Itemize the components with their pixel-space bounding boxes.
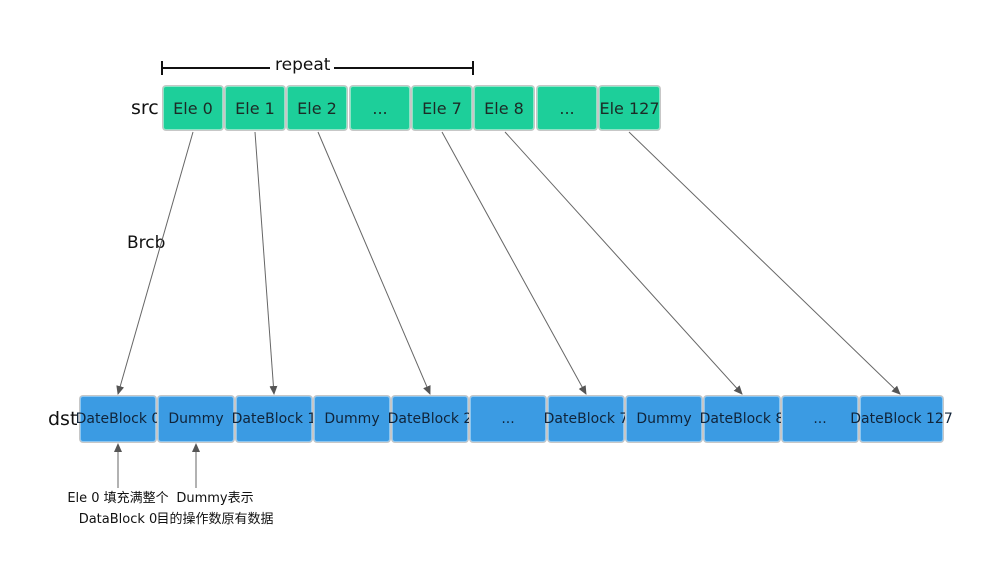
- dst-cell-7: Dummy: [626, 396, 702, 442]
- src-cell-ellipsis-1: ...: [350, 86, 410, 130]
- arrow-ele2-to-dateblock2: [317, 131, 431, 395]
- arrow-ele7-to-dateblock7: [441, 131, 587, 395]
- note-fill-line-2: DataBlock 0: [78, 512, 158, 527]
- note-fill: Ele 0 填充满整个 DataBlock 0: [48, 488, 188, 530]
- src-cell-8: Ele 8: [474, 86, 534, 130]
- src-cell-7: Ele 7: [412, 86, 472, 130]
- src-cell-1: Ele 1: [225, 86, 285, 130]
- note-dummy: Dummy表示 目的操作数原有数据: [150, 488, 280, 530]
- dst-cell-0: DateBlock 0: [76, 396, 160, 442]
- src-row-label: src: [131, 97, 159, 119]
- dst-cell-5: ...: [470, 396, 546, 442]
- dst-cell-6: DateBlock 7: [544, 396, 628, 442]
- dst-cell-8: DateBlock 8: [700, 396, 784, 442]
- arrow-ele1-to-dateblock1: [254, 131, 278, 395]
- arrow-ele0-to-dateblock0: [116, 131, 194, 395]
- note-dummy-line-2: 目的操作数原有数据: [156, 512, 274, 527]
- src-cell-0: Ele 0: [163, 86, 223, 130]
- dst-cell-4: DateBlock 2: [388, 396, 472, 442]
- operation-label: Brcb: [127, 233, 166, 253]
- note-dummy-line-1: Dummy表示: [176, 491, 254, 506]
- dst-row-label: dst: [48, 408, 78, 430]
- src-cell-ellipsis-2: ...: [537, 86, 597, 130]
- src-cell-2: Ele 2: [287, 86, 347, 130]
- dst-cell-1: Dummy: [158, 396, 234, 442]
- dst-cell-9: ...: [782, 396, 858, 442]
- repeat-label: repeat: [275, 55, 331, 75]
- arrow-ele8-to-dateblock8: [504, 131, 743, 395]
- dst-cell-10: DateBlock 127: [850, 396, 953, 442]
- arrow-ele127-to-dateblock127: [628, 131, 901, 395]
- dst-cell-2: DateBlock 1: [232, 396, 316, 442]
- src-cell-127: Ele 127: [599, 86, 660, 130]
- note-fill-line-1: Ele 0 填充满整个: [67, 491, 169, 506]
- dst-cell-3: Dummy: [314, 396, 390, 442]
